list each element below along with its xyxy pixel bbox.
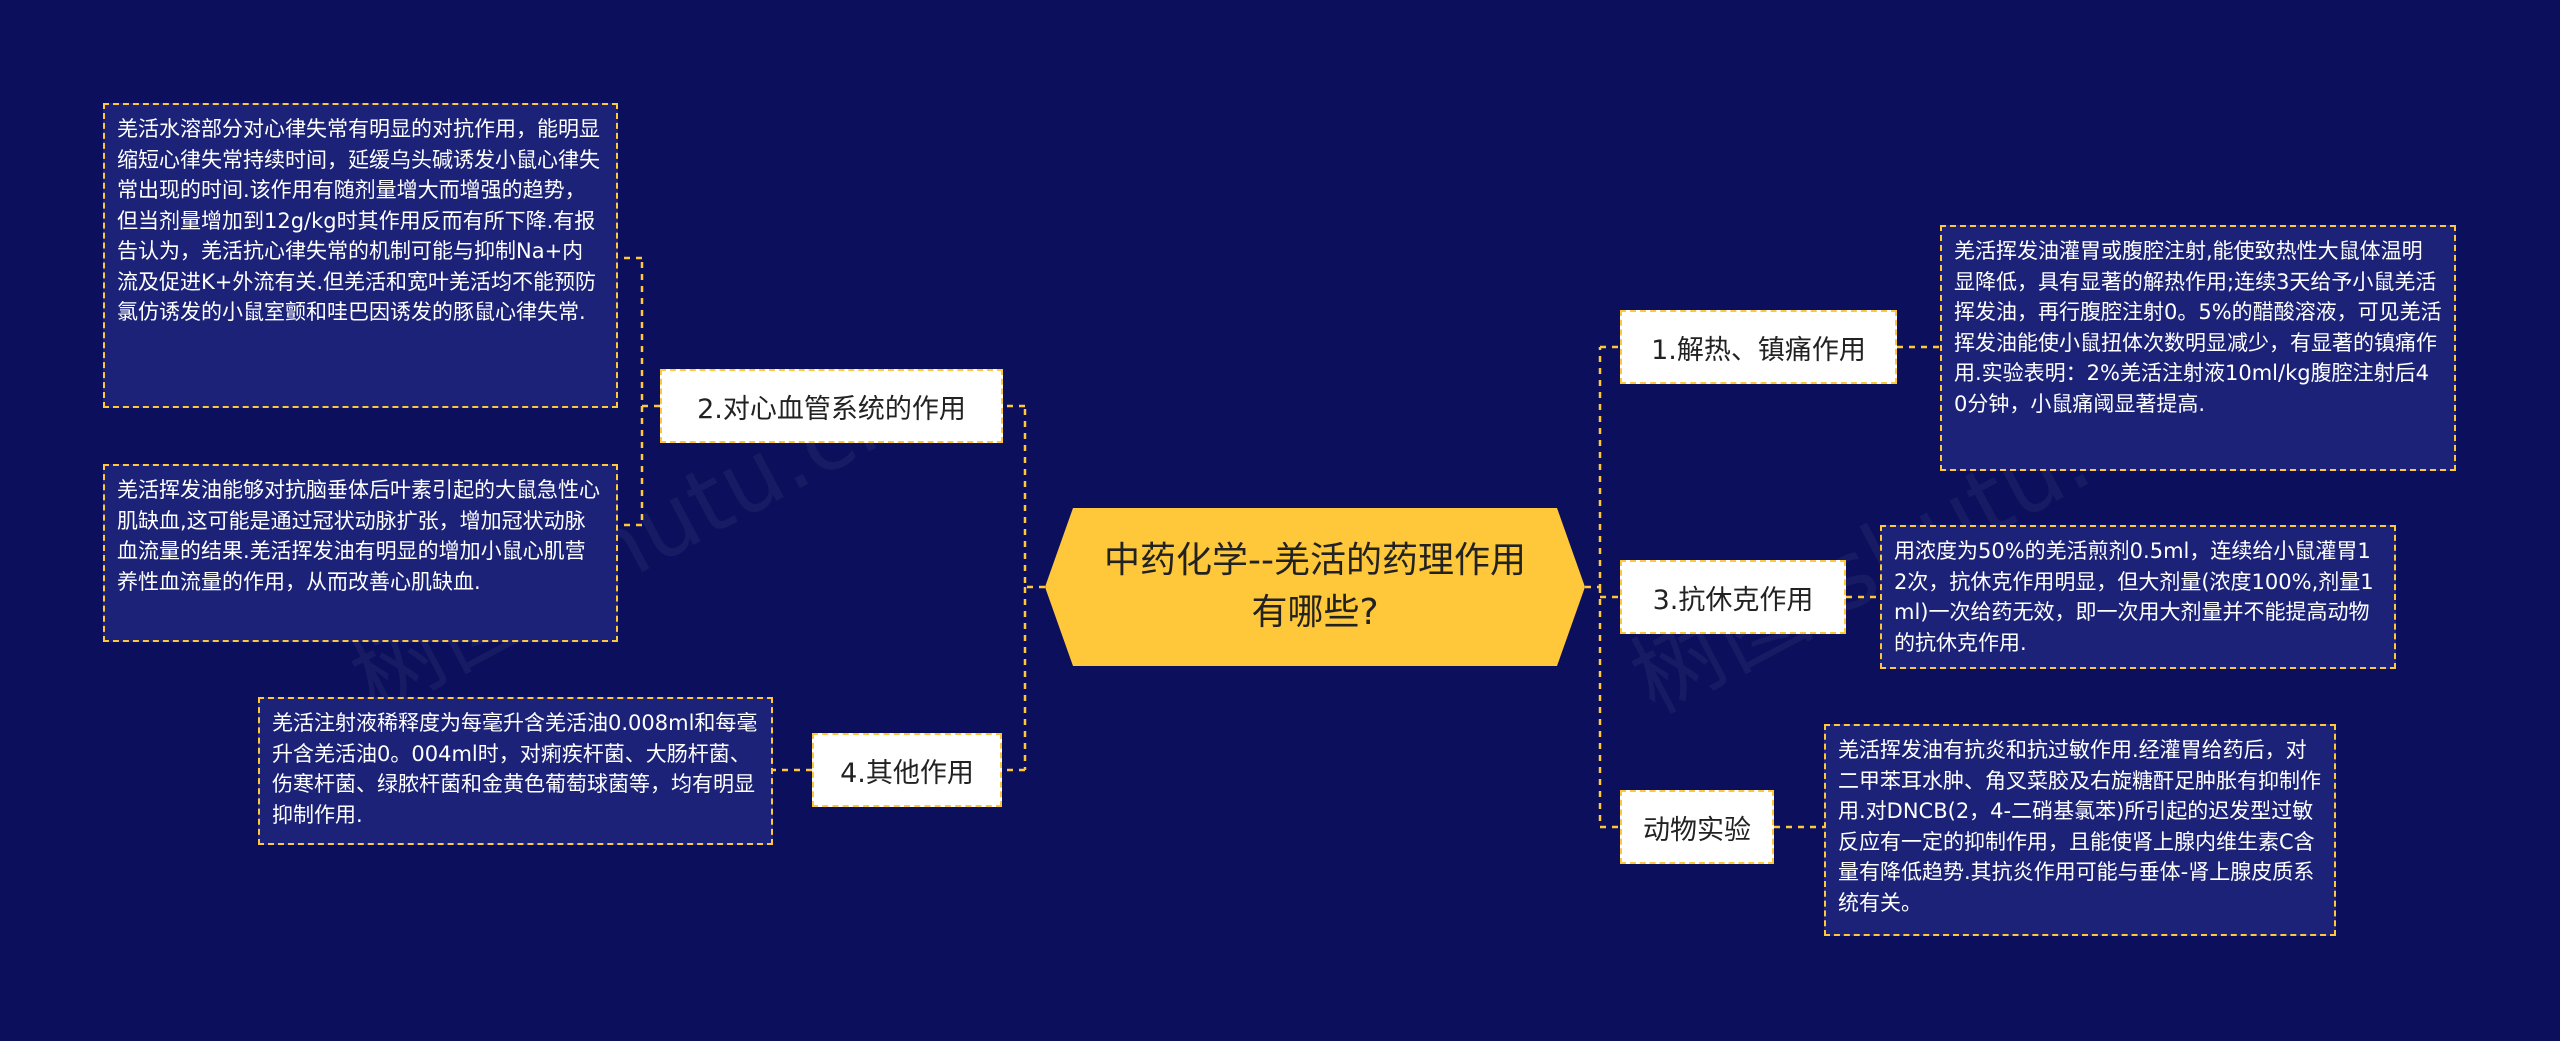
central-topic[interactable]: 中药化学--羌活的药理作用有哪些? [1045, 508, 1585, 666]
branch-antishock[interactable]: 3.抗休克作用 [1620, 560, 1846, 634]
branch-animal-experiment[interactable]: 动物实验 [1620, 790, 1774, 864]
leaf-cardiovascular-ischemia: 羌活挥发油能够对抗脑垂体后叶素引起的大鼠急性心肌缺血,这可能是通过冠状动脉扩张，… [103, 464, 618, 642]
connector-central-left [1023, 406, 1045, 770]
branch-cardiovascular[interactable]: 2.对心血管系统的作用 [660, 369, 1003, 443]
leaf-animal-experiment: 羌活挥发油有抗炎和抗过敏作用.经灌胃给药后，对二甲苯耳水肿、角叉菜胶及右旋糖酐足… [1824, 724, 2336, 936]
leaf-text: 用浓度为50%的羌活煎剂0.5ml，连续给小鼠灌胃12次，抗休克作用明显，但大剂… [1894, 539, 2374, 655]
branch-antipyretic-analgesic[interactable]: 1.解热、镇痛作用 [1620, 310, 1897, 384]
branch-label: 2.对心血管系统的作用 [697, 393, 966, 425]
leaf-text: 羌活挥发油灌胃或腹腔注射,能使致热性大鼠体温明显降低，具有显著的解热作用;连续3… [1954, 239, 2442, 416]
leaf-antipyretic-analgesic: 羌活挥发油灌胃或腹腔注射,能使致热性大鼠体温明显降低，具有显著的解热作用;连续3… [1940, 225, 2456, 471]
central-topic-label: 中药化学--羌活的药理作用有哪些? [1104, 540, 1526, 633]
leaf-text: 羌活水溶部分对心律失常有明显的对抗作用，能明显缩短心律失常持续时间，延缓乌头碱诱… [117, 117, 600, 324]
leaf-antishock: 用浓度为50%的羌活煎剂0.5ml，连续给小鼠灌胃12次，抗休克作用明显，但大剂… [1880, 525, 2396, 669]
branch-label: 动物实验 [1643, 814, 1751, 846]
connector-branch-2-leaves [618, 256, 660, 527]
leaf-cardiovascular-arrhythmia: 羌活水溶部分对心律失常有明显的对抗作用，能明显缩短心律失常持续时间，延缓乌头碱诱… [103, 103, 618, 408]
leaf-text: 羌活注射液稀释度为每毫升含羌活油0.008ml和每毫升含羌活油0。004ml时，… [272, 711, 758, 827]
branch-label: 4.其他作用 [840, 757, 974, 789]
connector-central-right [1585, 347, 1602, 827]
leaf-other-antibacterial: 羌活注射液稀释度为每毫升含羌活油0.008ml和每毫升含羌活油0。004ml时，… [258, 697, 773, 845]
branch-label: 3.抗休克作用 [1652, 584, 1814, 616]
branch-other-effects[interactable]: 4.其他作用 [812, 733, 1002, 807]
branch-label: 1.解热、镇痛作用 [1651, 334, 1866, 366]
leaf-text: 羌活挥发油有抗炎和抗过敏作用.经灌胃给药后，对二甲苯耳水肿、角叉菜胶及右旋糖酐足… [1838, 738, 2321, 915]
leaf-text: 羌活挥发油能够对抗脑垂体后叶素引起的大鼠急性心肌缺血,这可能是通过冠状动脉扩张，… [117, 478, 600, 594]
